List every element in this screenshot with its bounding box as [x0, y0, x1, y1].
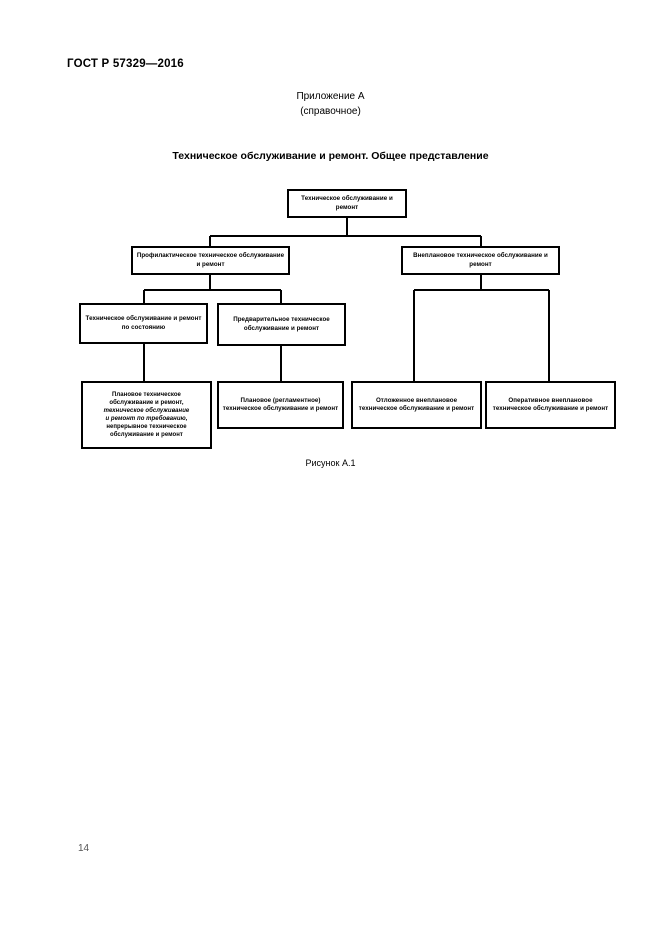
page-number: 14 [78, 843, 90, 854]
planned-line-6: обслуживание и ремонт [110, 432, 183, 438]
diagram-node-condition-based: Техническое обслуживание и ремонт по сос… [79, 303, 208, 344]
planned-line-5: непрерывное техническое [106, 424, 187, 430]
planned-line-3: техническое обслуживание [103, 408, 190, 414]
diagram-node-root: Техническое обслуживание и ремонт [287, 189, 407, 218]
appendix-kind: (справочное) [300, 106, 361, 117]
planned-line-2: обслуживание и ремонт, [109, 400, 184, 406]
figure-caption: Рисунок А.1 [305, 458, 356, 468]
planned-line-4: и ремонт по требованию, [105, 416, 188, 422]
appendix-name: Приложение А [296, 91, 365, 102]
diagram-node-deferred: Отложенное внеплановое техническое обслу… [351, 381, 482, 429]
appendix-heading: Приложение А (справочное) [0, 89, 661, 119]
diagram-node-planned: Плановое техническое обслуживание и ремо… [81, 381, 212, 449]
diagram-node-preventive: Профилактическое техническое обслуживани… [131, 246, 290, 275]
diagram-node-operative: Оперативное внеплановое техническое обсл… [485, 381, 616, 429]
diagram-node-unplanned: Внеплановое техническое обслуживание и р… [401, 246, 560, 275]
diagram-node-predictive: Предварительное техническое обслуживание… [217, 303, 346, 346]
figure-title: Техническое обслуживание и ремонт. Общее… [172, 150, 489, 162]
planned-line-1: Плановое техническое [112, 392, 181, 398]
standard-header: ГОСТ Р 57329—2016 [67, 58, 184, 70]
diagram-node-regulated: Плановое (регламентное) техническое обсл… [217, 381, 344, 429]
